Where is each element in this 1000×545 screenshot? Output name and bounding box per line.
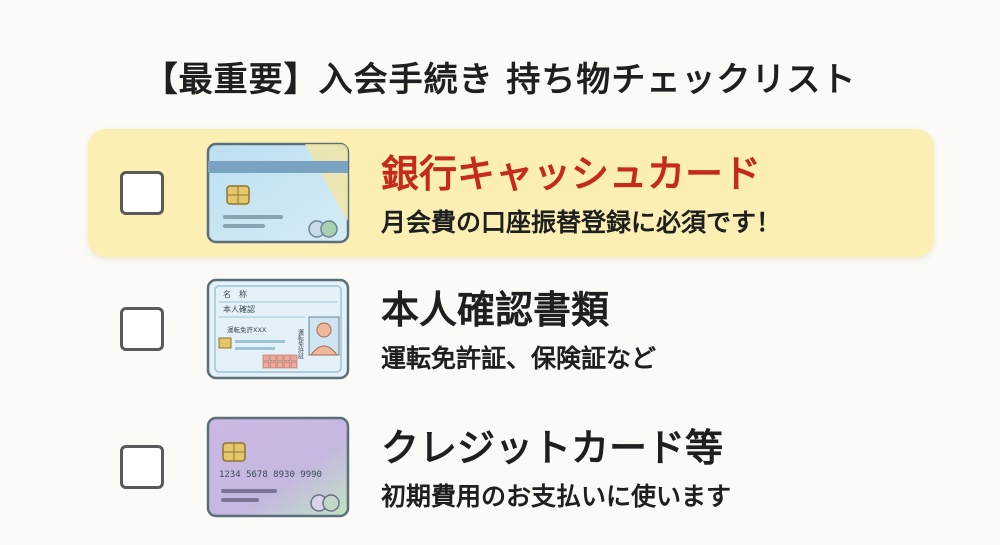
checklist-item-bank-card: 銀行キャッシュカード 月会費の口座振替登録に必須です！ — [88, 129, 934, 257]
item-subtitle: 初期費用のお支払いに使います — [381, 482, 732, 511]
id-card-id-label: 本人確認 — [223, 304, 255, 314]
id-card-icon: 名 称 本人確認 運転免許XXX 運転免許証 — [206, 278, 350, 380]
item-title: クレジットカード等 — [381, 426, 724, 470]
checkbox-bank-card[interactable] — [120, 171, 164, 215]
item-title: 銀行キャッシュカード — [381, 152, 762, 196]
id-card-vertical-label: 運転免許証 — [297, 329, 304, 360]
item-subtitle: 月会費の口座振替登録に必須です！ — [381, 208, 782, 237]
checklist-item-id-document: 名 称 本人確認 運転免許XXX 運転免許証 本人確認書類 運転免許証、保険証な… — [88, 265, 934, 393]
id-card-name-label: 名 称 — [223, 289, 247, 299]
bank-card-icon — [206, 142, 350, 244]
page-title: 【最重要】入会手続き 持ち物チェックリスト — [143, 60, 857, 100]
item-subtitle: 運転免許証、保険証など — [381, 344, 657, 373]
checkbox-credit-card[interactable] — [120, 445, 164, 489]
credit-card-number: 1234 5678 8930 9990 — [219, 470, 322, 480]
checkbox-id-document[interactable] — [120, 307, 164, 351]
id-card-license-label: 運転免許XXX — [227, 325, 267, 334]
checklist-item-credit-card: 1234 5678 8930 9990 クレジットカード等 初期費用のお支払いに… — [88, 403, 934, 531]
item-title: 本人確認書類 — [381, 288, 610, 332]
credit-card-icon: 1234 5678 8930 9990 — [206, 416, 350, 518]
